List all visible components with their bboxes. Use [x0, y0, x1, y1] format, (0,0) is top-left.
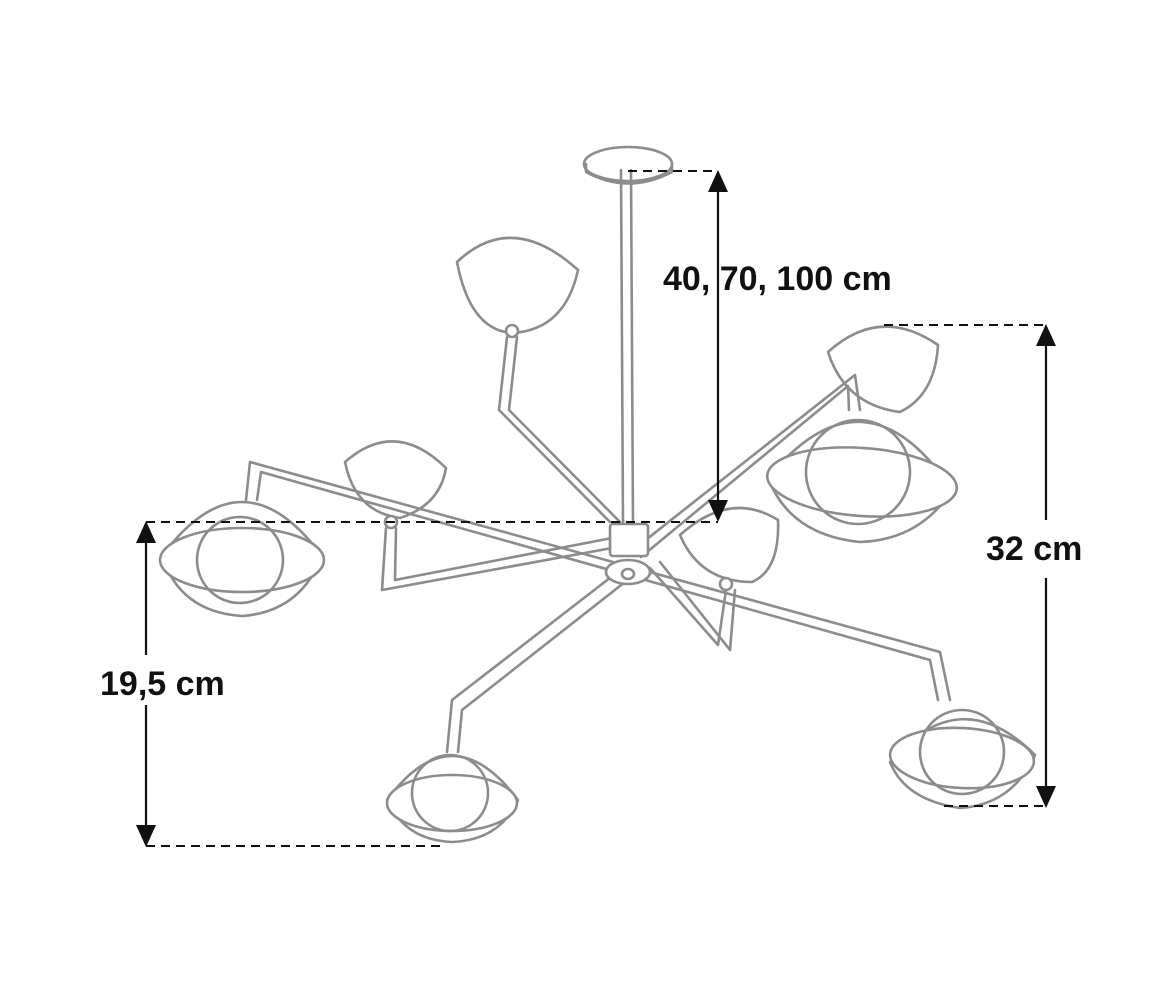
arrow-up-icon — [1036, 324, 1056, 346]
drop-rod — [619, 168, 635, 526]
lamp-front-upper-right — [765, 418, 959, 544]
arm-height-label: 19,5 cm — [100, 665, 225, 703]
arrow-up-icon — [708, 170, 728, 192]
arrow-up-icon — [136, 521, 156, 543]
lamp-mid-left — [343, 440, 448, 530]
lamp-front-left — [158, 500, 326, 618]
drop-length-label: 40, 70, 100 cm — [663, 260, 892, 298]
chandelier-arms — [244, 145, 952, 754]
lamp-back-left — [455, 236, 580, 339]
lamp-center-right — [678, 506, 780, 592]
dimension-arm-height: 19,5 cm — [100, 521, 718, 847]
arrow-down-icon — [136, 825, 156, 847]
dimension-overall-height: 32 cm — [884, 324, 1082, 808]
lamp-front-bottom-right — [888, 708, 1037, 810]
lamp-back-right — [826, 325, 940, 414]
arrow-down-icon — [1036, 786, 1056, 808]
overall-height-label: 32 cm — [986, 530, 1082, 568]
lamp-front-bottom — [385, 753, 520, 844]
arrow-down-icon — [708, 500, 728, 522]
dimension-drop-length: 40, 70, 100 cm — [628, 170, 892, 522]
